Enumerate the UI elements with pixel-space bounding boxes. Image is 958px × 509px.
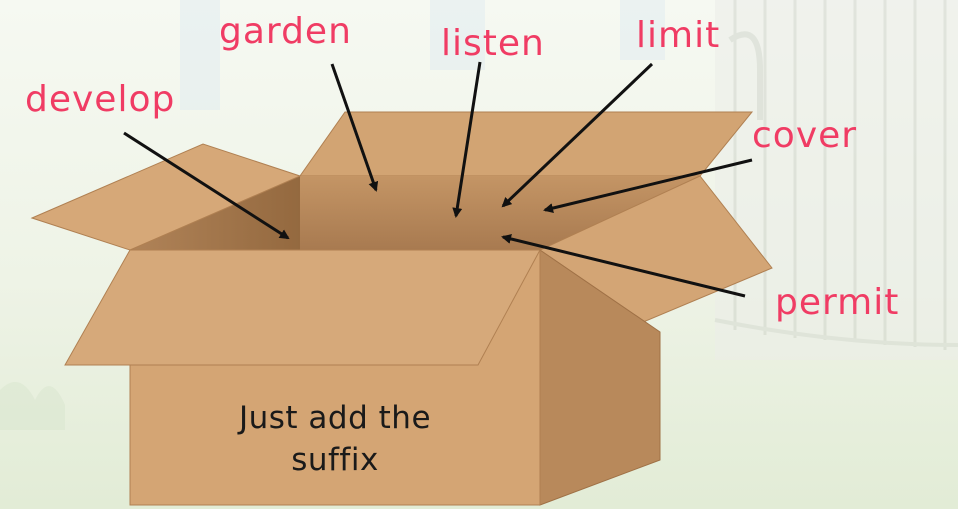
word-listen: listen [441,23,545,64]
word-permit: permit [775,282,900,323]
arrow-garden [330,63,379,192]
arrow-limit [501,62,654,208]
box-label: Just add the suffix [175,398,495,482]
word-garden: garden [219,11,352,52]
arrow-permit [501,234,746,298]
box-label-line-2: suffix [291,441,379,478]
box-label-line-1: Just add the [238,400,432,436]
arrow-cover [543,158,753,213]
cardboard-box-icon [30,111,773,506]
word-cover: cover [752,115,858,156]
word-develop: develop [25,79,176,120]
fence-icon [714,0,958,360]
arrows [123,61,753,298]
grass [0,382,65,430]
background-trees [180,0,665,110]
arrow-develop [123,131,290,240]
word-limit: limit [636,15,721,56]
arrow-listen [452,61,482,218]
